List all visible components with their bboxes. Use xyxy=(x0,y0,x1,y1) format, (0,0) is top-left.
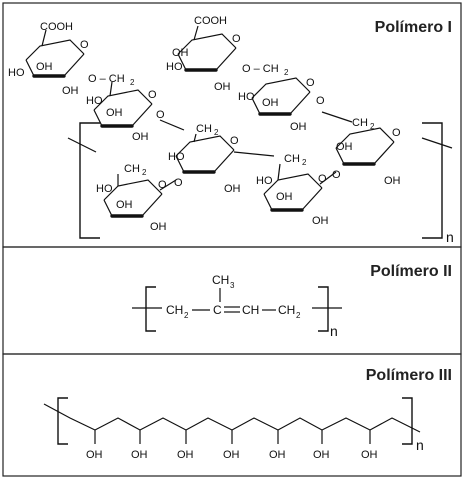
sugar-ring-h: O xyxy=(262,172,327,212)
ring-a-ho: HO xyxy=(8,67,25,79)
svg-text:O: O xyxy=(158,179,167,191)
svg-text:O: O xyxy=(230,135,239,147)
pva-oh-4: OH xyxy=(223,449,240,461)
svg-text:O: O xyxy=(148,89,157,101)
svg-text:O: O xyxy=(318,173,327,185)
polymer-2-right-bracket xyxy=(318,286,329,332)
polymer-1-right-bracket xyxy=(422,122,443,239)
polymer-1-repeat-index: n xyxy=(446,229,454,245)
svg-text:O: O xyxy=(80,39,89,51)
pva-oh-5: OH xyxy=(269,449,286,461)
panel-frame-3 xyxy=(2,353,462,477)
ring-h-oh-2: OH xyxy=(312,215,329,227)
svg-text:2: 2 xyxy=(284,68,289,77)
polymer-3-structure: n OH OH OH OH OH OH OH xyxy=(43,397,424,461)
panel-title-1: Polímero I xyxy=(375,19,452,36)
ch3-group: CH xyxy=(212,273,229,287)
ring-h-ch2: CH xyxy=(284,153,300,165)
ring-d-o: O xyxy=(316,95,325,107)
sugar-ring-e: O xyxy=(174,134,239,174)
ring-a-link: O – CH xyxy=(88,73,125,85)
svg-text:2: 2 xyxy=(130,78,135,87)
ring-e-oh: OH xyxy=(224,183,241,195)
ring-e-ch2: CH xyxy=(196,123,212,135)
pva-oh-7: OH xyxy=(361,449,378,461)
ring-a-cooh: COOH xyxy=(40,21,73,33)
ring-g-ch2: CH xyxy=(124,163,140,175)
sugar-ring-f: O xyxy=(334,126,401,166)
pva-oh-3: OH xyxy=(177,449,194,461)
ring-d-oh-2: OH xyxy=(290,121,307,133)
ch-atom: CH xyxy=(242,303,259,317)
polymer-2-repeat-index: n xyxy=(330,323,338,339)
svg-text:O: O xyxy=(306,77,315,89)
sugar-ring-d: O xyxy=(250,76,315,116)
sugar-ring-c: O xyxy=(92,88,157,128)
ring-f-o: O xyxy=(332,169,341,181)
ring-h-oh-1: OH xyxy=(276,191,293,203)
ring-b-cooh: COOH xyxy=(194,15,227,27)
ring-b-oh-2: OH xyxy=(214,81,231,93)
ring-c-oh-2: OH xyxy=(132,131,149,143)
svg-text:O: O xyxy=(232,33,241,45)
ch2-left: CH xyxy=(166,303,183,317)
ring-a-oh-1: OH xyxy=(36,61,53,73)
sugar-ring-b: O xyxy=(176,25,241,72)
ring-f-oh-2: OH xyxy=(384,175,401,187)
ring-f-oh-1: OH xyxy=(336,141,353,153)
ring-f-ch2: CH xyxy=(352,117,368,129)
ring-b-oh-1: OH xyxy=(172,47,189,59)
svg-text:2: 2 xyxy=(302,158,307,167)
svg-text:O: O xyxy=(392,127,401,139)
ring-g-oh-2: OH xyxy=(150,221,167,233)
polymer-1-structure: n O COOH HO OH OH O – CH 2 O COOH OH HO … xyxy=(8,15,454,245)
ring-b-link: O – CH xyxy=(242,63,279,75)
ring-g-ho: HO xyxy=(96,183,113,195)
ring-h-ho: HO xyxy=(256,175,273,187)
sugar-ring-g: O xyxy=(102,178,167,218)
ring-a-oh-2: OH xyxy=(62,85,79,97)
ring-b-ho: HO xyxy=(166,61,183,73)
sugar-ring-a: O xyxy=(24,29,89,78)
pva-oh-6: OH xyxy=(313,449,330,461)
ring-e-ho: HO xyxy=(168,151,185,163)
polymer-3-repeat-index: n xyxy=(416,437,424,453)
pva-oh-2: OH xyxy=(131,449,148,461)
ring-c-o: O xyxy=(156,109,165,121)
ring-g-oh-1: OH xyxy=(116,199,133,211)
ring-c-ho: HO xyxy=(86,95,103,107)
polymer-1-left-bracket xyxy=(79,122,100,239)
c-atom: C xyxy=(213,303,222,317)
ring-c-oh-1: OH xyxy=(106,107,123,119)
pva-oh-1: OH xyxy=(86,449,103,461)
ch2-right: CH xyxy=(278,303,295,317)
svg-text:2: 2 xyxy=(214,128,219,137)
polymer-3-left-bracket xyxy=(57,397,68,445)
svg-text:2: 2 xyxy=(370,122,375,131)
polymer-3-right-bracket xyxy=(402,397,413,445)
polymer-2-left-bracket xyxy=(145,286,156,332)
svg-text:2: 2 xyxy=(184,311,189,320)
svg-text:2: 2 xyxy=(296,311,301,320)
panel-title-3: Polímero III xyxy=(366,367,452,384)
ring-e-o: O xyxy=(174,177,183,189)
svg-text:3: 3 xyxy=(230,281,235,290)
panel-title-2: Polímero II xyxy=(370,263,452,280)
polymer-3-chain xyxy=(43,403,421,433)
ring-d-ho: HO xyxy=(238,91,255,103)
polymer-2-structure: n CH 3 CH 2 C CH CH 2 xyxy=(132,273,342,339)
svg-text:2: 2 xyxy=(142,168,147,177)
ring-d-oh-1: OH xyxy=(262,97,279,109)
